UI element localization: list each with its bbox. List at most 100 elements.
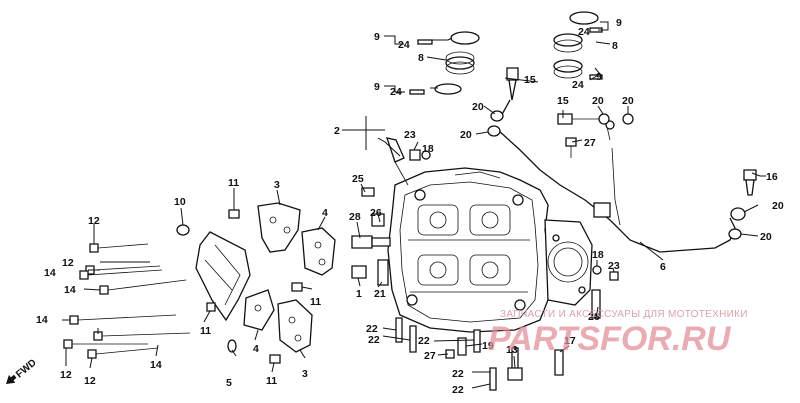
callout-27: 27 <box>424 350 436 362</box>
callout-27: 27 <box>584 137 596 149</box>
cap-26 <box>371 213 385 227</box>
callout-3: 3 <box>302 368 308 380</box>
callout-24: 24 <box>398 39 410 51</box>
callout-13: 13 <box>506 344 518 356</box>
oil-pipe <box>497 117 736 253</box>
callout-25: 25 <box>352 173 364 185</box>
callout-19: 19 <box>482 340 494 352</box>
callout-22: 22 <box>418 335 430 347</box>
callout-labels: 9 24 8 9 24 9 24 8 9 24 15 15 20 20 20 2… <box>36 17 784 396</box>
callout-15: 15 <box>524 74 536 86</box>
callout-6: 6 <box>660 261 666 273</box>
studs-22 <box>395 317 519 391</box>
callout-24: 24 <box>390 86 402 98</box>
callout-18: 18 <box>592 249 604 261</box>
spark-plug-28 <box>351 235 391 249</box>
callout-21: 21 <box>374 288 386 300</box>
callout-9: 9 <box>616 17 622 29</box>
callout-11: 11 <box>310 296 321 308</box>
oil-bolt-15-top <box>499 67 519 119</box>
callout-9: 9 <box>374 31 380 43</box>
bracket-4-right <box>301 227 336 276</box>
callout-12: 12 <box>88 215 100 227</box>
callout-20: 20 <box>760 231 772 243</box>
washer-10 <box>176 224 190 236</box>
cylinder-head <box>387 167 551 333</box>
forward-arrow-icon <box>6 374 17 384</box>
callout-18: 18 <box>422 143 434 155</box>
callout-12: 12 <box>60 369 72 381</box>
callout-10: 10 <box>174 196 186 208</box>
callout-4: 4 <box>322 207 328 219</box>
bracket-3-upper <box>257 202 301 253</box>
callout-22: 22 <box>452 368 464 380</box>
pipe-bolt-16 <box>743 169 757 196</box>
watermark: ЗАПЧАСТИ И АКСЕССУАРЫ ДЛЯ МОТОТЕХНИКИ PA… <box>488 309 748 358</box>
callout-2: 2 <box>334 125 340 137</box>
exhaust-joint-left <box>409 31 480 95</box>
callout-4: 4 <box>253 343 259 355</box>
callout-3: 3 <box>274 179 280 191</box>
bolts-11 <box>206 209 303 364</box>
sealing-washer-20-b <box>728 228 742 240</box>
watermark-tagline: ЗАПЧАСТИ И АКСЕССУАРЫ ДЛЯ МОТОТЕХНИКИ <box>500 309 748 320</box>
callout-20: 20 <box>622 95 634 107</box>
callout-5: 5 <box>226 377 232 389</box>
stud-17 <box>554 349 564 376</box>
callout-20: 20 <box>460 129 472 141</box>
callout-26: 26 <box>370 207 382 219</box>
dowel-1 <box>351 265 367 279</box>
callout-9: 9 <box>596 71 602 83</box>
callout-20: 20 <box>472 101 484 113</box>
callout-14: 14 <box>150 359 162 371</box>
callout-24: 24 <box>578 26 590 38</box>
dowel-5 <box>227 339 237 353</box>
forward-direction-indicator: FWD <box>6 357 39 384</box>
bolt-27-top <box>565 137 577 158</box>
callout-26: 26 <box>588 311 600 323</box>
stud-21 <box>377 259 389 286</box>
washer-18-top <box>421 150 431 160</box>
nut-13 <box>507 367 523 381</box>
washer-20-r2 <box>622 113 634 125</box>
callout-8: 8 <box>418 52 424 64</box>
dowel-26-right <box>591 289 601 319</box>
bracket-4-left <box>243 289 275 331</box>
callout-16: 16 <box>766 171 778 183</box>
callout-8: 8 <box>612 40 618 52</box>
bolt-23-right <box>609 271 619 281</box>
exhaust-joint-right <box>553 11 603 80</box>
callout-9: 9 <box>374 81 380 93</box>
callout-23: 23 <box>404 129 416 141</box>
callout-24: 24 <box>572 79 584 91</box>
callout-23: 23 <box>608 260 620 272</box>
callout-20: 20 <box>772 200 784 212</box>
callout-14: 14 <box>64 284 76 296</box>
callout-22: 22 <box>368 334 380 346</box>
callout-12: 12 <box>62 257 74 269</box>
bolt-19 <box>457 337 467 356</box>
callout-11: 11 <box>228 177 239 189</box>
head-gasket-port <box>544 219 593 306</box>
dowel-25 <box>361 187 375 197</box>
leader-lines <box>62 21 766 389</box>
callout-11: 11 <box>266 375 277 387</box>
callout-17: 17 <box>564 335 576 347</box>
washer-20-mid <box>487 125 501 137</box>
bolt-27-lower <box>445 349 455 359</box>
oil-bolt-15-right <box>557 113 600 125</box>
callout-20: 20 <box>592 95 604 107</box>
bracket-3-lower <box>277 299 313 353</box>
watermark-brand: PARTSFOR.RU <box>488 320 732 358</box>
callout-12: 12 <box>84 375 96 387</box>
callout-11: 11 <box>200 325 211 337</box>
callout-15: 15 <box>557 95 569 107</box>
bolt-23-top <box>409 149 421 161</box>
callout-28: 28 <box>349 211 361 223</box>
fwd-label: FWD <box>14 357 39 380</box>
head-bolts-long <box>63 243 191 359</box>
callout-22: 22 <box>452 384 464 396</box>
callout-14: 14 <box>44 267 56 279</box>
washer-20-r1 <box>598 113 610 125</box>
